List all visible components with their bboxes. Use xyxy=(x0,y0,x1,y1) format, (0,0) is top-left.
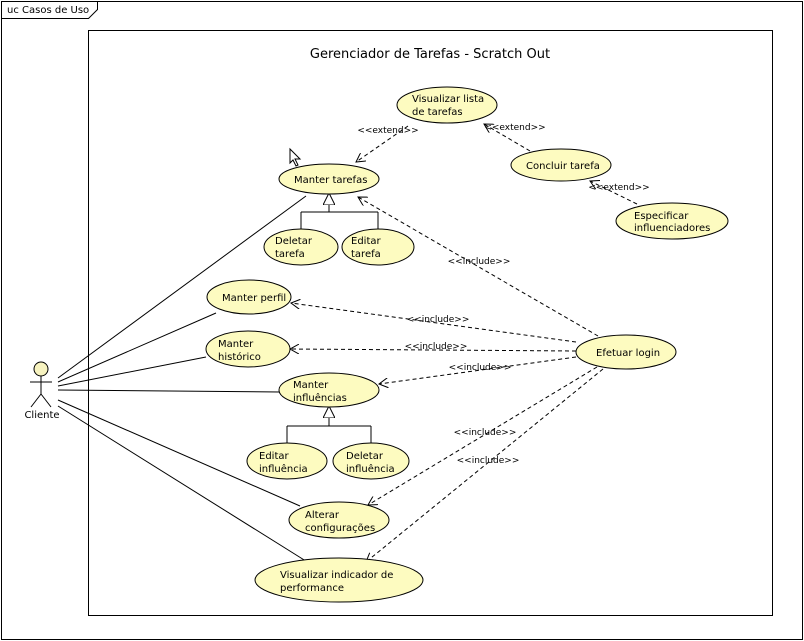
label-include-indicador: <<include>> xyxy=(457,456,520,466)
use-case-label: configurações xyxy=(305,523,375,534)
use-case-label: Manter xyxy=(218,339,254,350)
use-case-label: influência xyxy=(259,463,308,475)
uc-manter-historico[interactable]: Manter histórico xyxy=(205,330,291,368)
assoc-manter-perfil xyxy=(57,312,217,383)
use-case-label: influência xyxy=(346,463,395,475)
use-case-ellipse xyxy=(278,163,380,195)
dep-include-configuracoes xyxy=(368,366,598,505)
actor-head xyxy=(33,361,49,377)
generalization-influencias xyxy=(286,406,372,443)
uc-manter-tarefas[interactable]: Manter tarefas xyxy=(278,163,380,195)
uc-concluir-tarefa[interactable]: Concluir tarefa xyxy=(510,148,612,182)
use-case-label: Deletar xyxy=(275,236,313,247)
use-case-ellipse xyxy=(341,228,415,266)
generalization-tarefas xyxy=(300,193,379,229)
uc-visualizar-indicador[interactable]: Visualizar indicador de performance xyxy=(254,557,424,603)
dep-include-perfil xyxy=(291,303,577,343)
use-case-label: Manter xyxy=(293,380,329,391)
mouse-cursor-icon xyxy=(289,147,302,167)
label-include-tarefas: <<include>> xyxy=(448,257,511,267)
label-extend-lista-manter: <<extend>> xyxy=(357,126,418,136)
actor-label: Cliente xyxy=(24,410,59,421)
use-case-label: Editar xyxy=(351,236,381,247)
label-extend-concluir-lista: <<extend>> xyxy=(484,123,545,133)
use-case-label: Manter tarefas xyxy=(294,175,367,186)
actor-cliente[interactable]: Cliente xyxy=(24,361,60,421)
use-case-ellipse xyxy=(206,279,292,315)
label-extend-especificar-concluir: <<extend>> xyxy=(588,183,649,193)
uc-manter-influencias[interactable]: Manter influências xyxy=(278,372,380,408)
frame-label: uc Casos de Uso xyxy=(7,5,89,16)
dep-include-influencias xyxy=(379,356,577,384)
uc-manter-perfil[interactable]: Manter perfil xyxy=(206,279,292,315)
system-title: Gerenciador de Tarefas - Scratch Out xyxy=(310,47,550,62)
use-case-label: Especificar xyxy=(634,211,689,222)
uc-editar-tarefa[interactable]: Editar tarefa xyxy=(341,228,415,266)
use-case-label: Editar xyxy=(259,451,289,462)
uc-visualizar-lista[interactable]: Visualizar lista de tarefas xyxy=(396,86,498,124)
use-case-ellipse xyxy=(510,148,612,182)
use-case-ellipse xyxy=(615,202,729,240)
uc-especificar-influenciadores[interactable]: Especificar influenciadores xyxy=(615,202,729,240)
use-case-label: tarefa xyxy=(351,249,381,260)
dep-extend-especificar-concluir xyxy=(590,181,638,205)
use-case-label: Efetuar login xyxy=(596,348,660,359)
assoc-manter-historico xyxy=(57,356,207,387)
use-case-ellipse xyxy=(246,442,328,480)
dep-include-tarefas xyxy=(358,197,599,337)
dep-include-historico xyxy=(290,349,577,351)
use-case-label: Alterar xyxy=(305,510,340,521)
dependencies xyxy=(290,124,638,562)
use-case-label: influências xyxy=(293,392,347,404)
actor-associations xyxy=(57,195,310,564)
use-case-label: de tarefas xyxy=(412,107,463,118)
uc-deletar-tarefa[interactable]: Deletar tarefa xyxy=(263,228,339,266)
use-case-label: influenciadores xyxy=(634,223,710,234)
use-case-label: Visualizar lista xyxy=(412,94,484,105)
assoc-manter-tarefas xyxy=(57,195,307,379)
use-case-ellipse xyxy=(575,334,677,370)
uc-deletar-influencia[interactable]: Deletar influência xyxy=(332,442,410,480)
frame-tab xyxy=(1,1,98,19)
use-case-ellipse xyxy=(263,228,339,266)
use-case-label: tarefa xyxy=(275,249,305,260)
system-boundary xyxy=(88,30,773,616)
assoc-manter-influencias xyxy=(57,389,281,393)
use-case-ellipse xyxy=(205,330,291,368)
label-include-influencias: <<include>> xyxy=(449,363,512,373)
use-case-label: Concluir tarefa xyxy=(526,161,600,172)
use-case-ellipse xyxy=(254,557,424,603)
label-include-perfil: <<include>> xyxy=(407,315,470,325)
label-include-historico: <<include>> xyxy=(405,342,468,352)
use-case-ellipse xyxy=(288,501,390,539)
use-case-label: Visualizar indicador de xyxy=(280,570,393,581)
label-include-configuracoes: <<include>> xyxy=(454,428,517,438)
assoc-alterar-config xyxy=(57,399,301,507)
use-case-label: histórico xyxy=(218,351,261,363)
uc-efetuar-login[interactable]: Efetuar login xyxy=(575,334,677,370)
uc-editar-influencia[interactable]: Editar influência xyxy=(246,442,328,480)
actor-leg-right xyxy=(40,393,52,408)
assoc-visualizar-indicador xyxy=(57,405,310,564)
uc-alterar-configuracoes[interactable]: Alterar configurações xyxy=(288,501,390,539)
use-case-ellipse xyxy=(278,372,380,408)
use-case-label: Manter perfil xyxy=(222,293,286,304)
use-case-label: Deletar xyxy=(346,451,384,462)
actor-leg-left xyxy=(30,393,42,408)
dep-extend-concluir-lista xyxy=(484,124,531,152)
use-case-ellipse xyxy=(332,442,410,480)
use-case-ellipse xyxy=(396,86,498,124)
dep-include-indicador xyxy=(366,368,604,562)
dep-extend-lista-manter xyxy=(356,125,409,162)
use-case-label: performance xyxy=(280,583,344,594)
